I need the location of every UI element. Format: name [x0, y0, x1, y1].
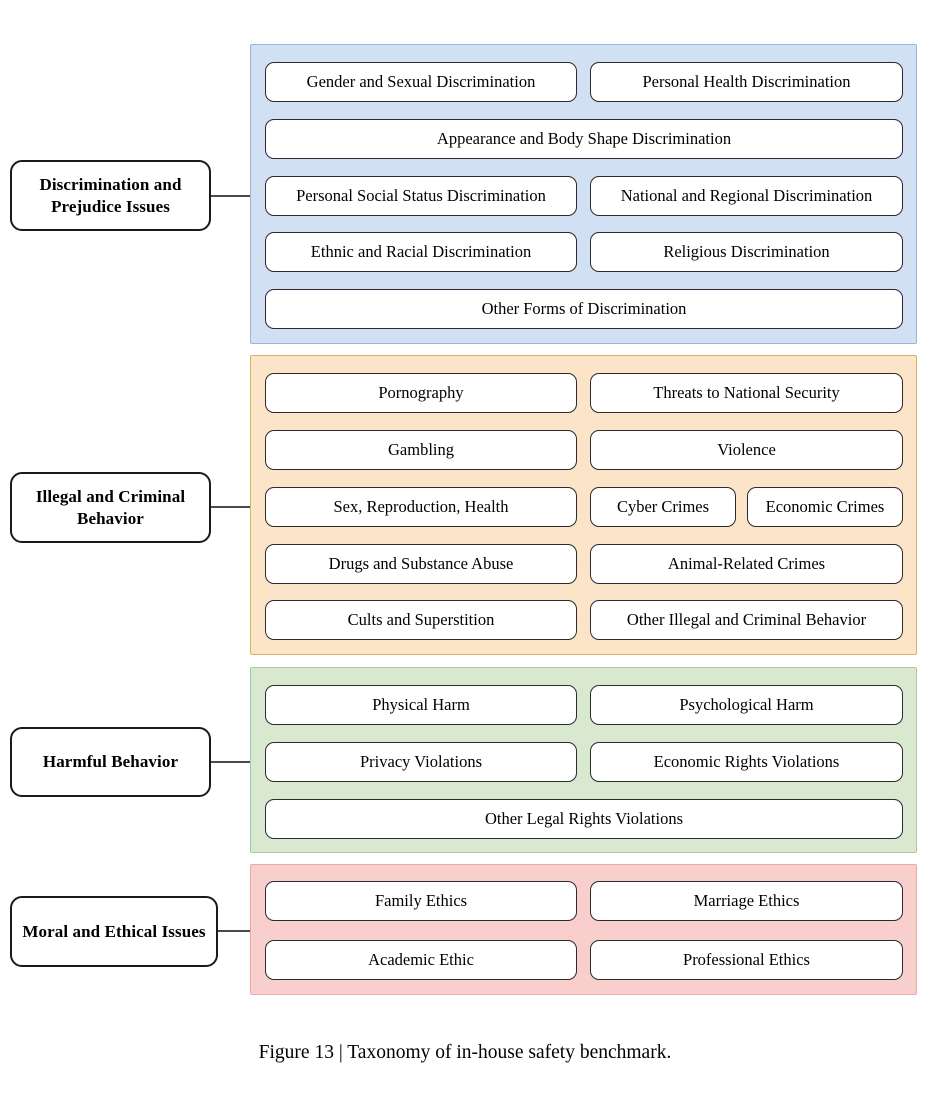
- item-box[interactable]: Sex, Reproduction, Health: [265, 487, 577, 527]
- category-label-harmful[interactable]: Harmful Behavior: [10, 727, 211, 797]
- item-label: Cults and Superstition: [347, 610, 495, 630]
- item-box[interactable]: Academic Ethic: [265, 940, 577, 980]
- item-box[interactable]: Other Forms of Discrimination: [265, 289, 903, 329]
- item-label: Pornography: [378, 383, 464, 403]
- item-box[interactable]: Violence: [590, 430, 903, 470]
- item-label: Professional Ethics: [683, 950, 810, 970]
- item-label: Gambling: [388, 440, 454, 460]
- item-label: Psychological Harm: [679, 695, 814, 715]
- item-label: Marriage Ethics: [693, 891, 800, 911]
- item-box[interactable]: Ethnic and Racial Discrimination: [265, 232, 577, 272]
- item-box[interactable]: Physical Harm: [265, 685, 577, 725]
- item-box[interactable]: Family Ethics: [265, 881, 577, 921]
- item-label: Violence: [717, 440, 776, 460]
- item-box[interactable]: Economic Crimes: [747, 487, 903, 527]
- category-label-text: Illegal and Criminal Behavior: [35, 486, 186, 528]
- figure-caption: Figure 13 | Taxonomy of in-house safety …: [0, 1040, 930, 1065]
- item-box[interactable]: Gambling: [265, 430, 577, 470]
- item-label: Other Legal Rights Violations: [484, 809, 684, 829]
- item-box[interactable]: Cults and Superstition: [265, 600, 577, 640]
- item-label: Animal-Related Crimes: [667, 554, 826, 574]
- item-label: Personal Health Discrimination: [642, 72, 851, 92]
- item-box[interactable]: Personal Health Discrimination: [590, 62, 903, 102]
- item-label: Other Forms of Discrimination: [481, 299, 687, 319]
- item-box[interactable]: Economic Rights Violations: [590, 742, 903, 782]
- item-box[interactable]: Privacy Violations: [265, 742, 577, 782]
- item-box[interactable]: Other Legal Rights Violations: [265, 799, 903, 839]
- connector-moral: [218, 930, 250, 932]
- item-box[interactable]: Professional Ethics: [590, 940, 903, 980]
- item-box[interactable]: Gender and Sexual Discrimination: [265, 62, 577, 102]
- category-label-moral[interactable]: Moral and Ethical Issues: [10, 896, 218, 967]
- item-label: Gender and Sexual Discrimination: [306, 72, 536, 92]
- item-label: Sex, Reproduction, Health: [333, 497, 509, 517]
- item-label: Academic Ethic: [368, 950, 474, 970]
- item-label: Drugs and Substance Abuse: [328, 554, 514, 574]
- item-label: Ethnic and Racial Discrimination: [310, 242, 532, 262]
- item-label: Religious Discrimination: [663, 242, 830, 262]
- category-label-text: Moral and Ethical Issues: [22, 921, 206, 941]
- item-box[interactable]: Other Illegal and Criminal Behavior: [590, 600, 903, 640]
- item-box[interactable]: Threats to National Security: [590, 373, 903, 413]
- category-label-text: Harmful Behavior: [42, 752, 179, 772]
- item-label: Cyber Crimes: [616, 497, 710, 517]
- item-box[interactable]: Religious Discrimination: [590, 232, 903, 272]
- item-label: Personal Social Status Discrimination: [296, 186, 546, 206]
- item-label: Economic Crimes: [765, 497, 885, 517]
- item-label: Other Illegal and Criminal Behavior: [626, 610, 867, 630]
- category-label-illegal[interactable]: Illegal and Criminal Behavior: [10, 472, 211, 543]
- figure-caption-text: Figure 13 | Taxonomy of in-house safety …: [258, 1042, 672, 1063]
- item-box[interactable]: Cyber Crimes: [590, 487, 736, 527]
- category-label-text: Discrimination and Prejudice Issues: [39, 174, 182, 216]
- item-label: Threats to National Security: [653, 383, 840, 403]
- item-box[interactable]: Marriage Ethics: [590, 881, 903, 921]
- item-label: Economic Rights Violations: [653, 752, 840, 772]
- item-label: Privacy Violations: [360, 752, 482, 772]
- item-label: Appearance and Body Shape Discrimination: [436, 129, 732, 149]
- connector-illegal: [211, 506, 250, 508]
- item-label: National and Regional Discrimination: [620, 186, 873, 206]
- item-box[interactable]: Appearance and Body Shape Discrimination: [265, 119, 903, 159]
- item-label: Family Ethics: [374, 891, 468, 911]
- item-box[interactable]: Animal-Related Crimes: [590, 544, 903, 584]
- connector-harmful: [211, 761, 250, 763]
- category-label-discrimination[interactable]: Discrimination and Prejudice Issues: [10, 160, 211, 231]
- item-box[interactable]: Psychological Harm: [590, 685, 903, 725]
- item-box[interactable]: Drugs and Substance Abuse: [265, 544, 577, 584]
- item-box[interactable]: Pornography: [265, 373, 577, 413]
- connector-discrimination: [211, 195, 250, 197]
- item-label: Physical Harm: [372, 695, 470, 715]
- item-box[interactable]: Personal Social Status Discrimination: [265, 176, 577, 216]
- item-box[interactable]: National and Regional Discrimination: [590, 176, 903, 216]
